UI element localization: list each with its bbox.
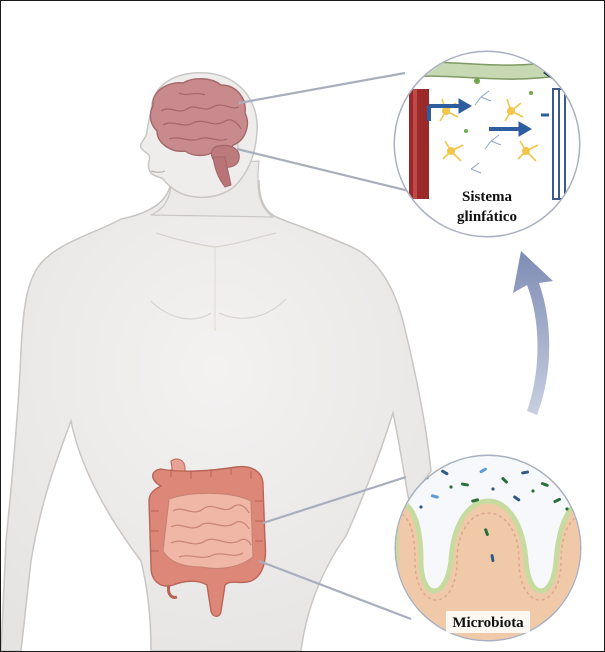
upward-arrow — [513, 251, 553, 415]
brain-connector-bottom — [237, 149, 409, 191]
glymphatic-callout: Sistema glinfático — [393, 51, 583, 241]
artery — [409, 89, 429, 199]
microbiota-callout: Microbiota — [394, 456, 586, 651]
microbiota-label: Microbiota — [452, 615, 524, 631]
glymphatic-label-line2: glinfático — [457, 209, 517, 225]
brain-connector-top — [239, 73, 405, 103]
glymphatic-label-line1: Sistema — [462, 189, 512, 205]
